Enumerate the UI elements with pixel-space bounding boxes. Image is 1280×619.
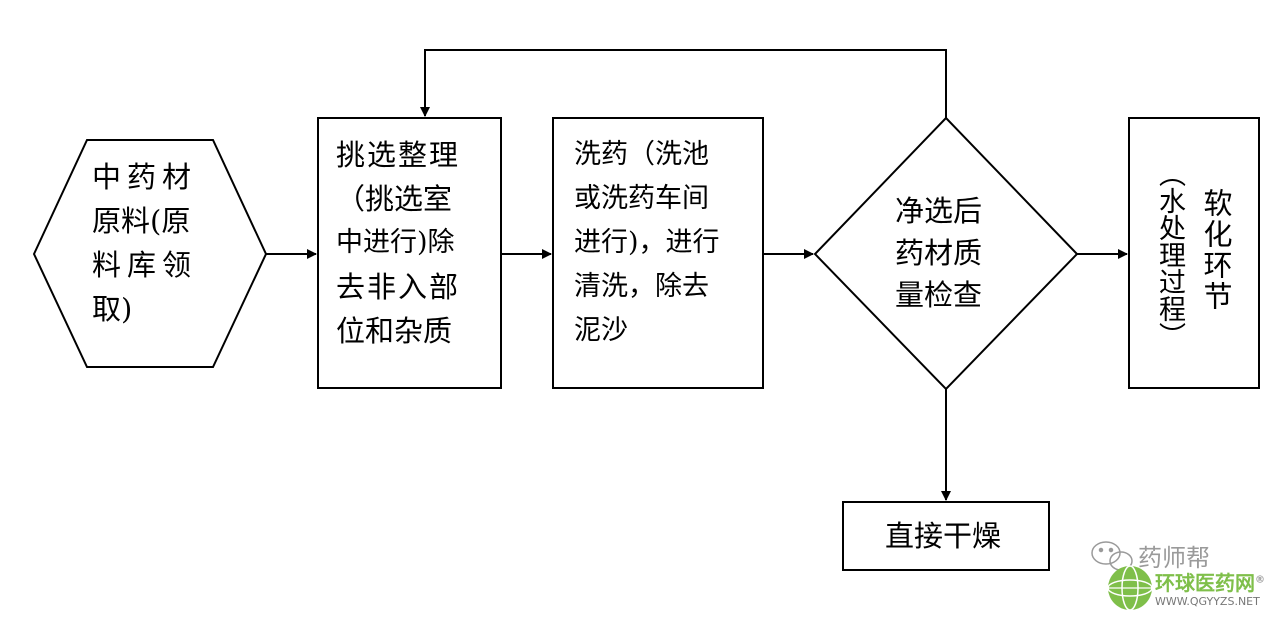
drying-label: 直接干燥: [885, 519, 1002, 553]
sorting-line-3: 中进行)除: [336, 227, 455, 258]
raw-material-label: 中药材 原料(原 料库领 取): [92, 155, 197, 331]
inspection-line-2: 药材质: [895, 236, 983, 270]
sorting-box: [317, 117, 502, 389]
washing-box: [552, 117, 764, 389]
sorting-line-4: 去非入部: [336, 270, 461, 304]
inspection-line-3: 量检查: [895, 278, 983, 312]
softening-box: [1128, 117, 1260, 389]
site-name: 环球医药网®: [1155, 567, 1265, 596]
washing-line-3: 进行)，进行: [574, 227, 720, 258]
washing-line-5: 泥沙: [574, 315, 628, 346]
sorting-label: 挑选整理 （挑选室 中进行)除 去非入部 位和杂质: [336, 133, 460, 353]
washing-line-1: 洗药（洗池: [574, 139, 709, 170]
registered-mark: ®: [1255, 574, 1265, 586]
sorting-line-5: 位和杂质: [336, 314, 453, 348]
arrow-feedback-loop: [420, 49, 947, 118]
site-name-text: 环球医药网: [1155, 571, 1255, 595]
raw-material-line-1: 中药材: [92, 160, 198, 194]
site-url: WWW.QGYYZS.NET: [1155, 595, 1260, 608]
drying-box: [842, 501, 1050, 571]
wechat-icon: [1091, 541, 1133, 571]
inspection-line-1: 净选后: [895, 194, 983, 228]
sorting-line-2: （挑选室: [336, 182, 453, 216]
raw-material-line-2: 原料(原: [92, 204, 191, 238]
sorting-line-1: 挑选整理: [336, 138, 461, 172]
washing-line-2: 或洗药车间: [574, 183, 709, 214]
washing-line-4: 清洗，除去: [574, 271, 709, 302]
raw-material-line-3: 料库领: [92, 248, 198, 282]
globe-logo-icon: [1107, 565, 1153, 611]
softening-main-label: 软化环节: [1199, 188, 1233, 312]
wechat-account-name: 药师帮: [1138, 544, 1210, 572]
raw-material-line-4: 取): [92, 292, 133, 326]
inspection-label: 净选后 药材质 量检查: [895, 190, 982, 316]
softening-note-label: （水处理过程）: [1154, 160, 1185, 349]
washing-label: 洗药（洗池 或洗药车间 进行)，进行 清洗，除去 泥沙: [574, 133, 720, 353]
